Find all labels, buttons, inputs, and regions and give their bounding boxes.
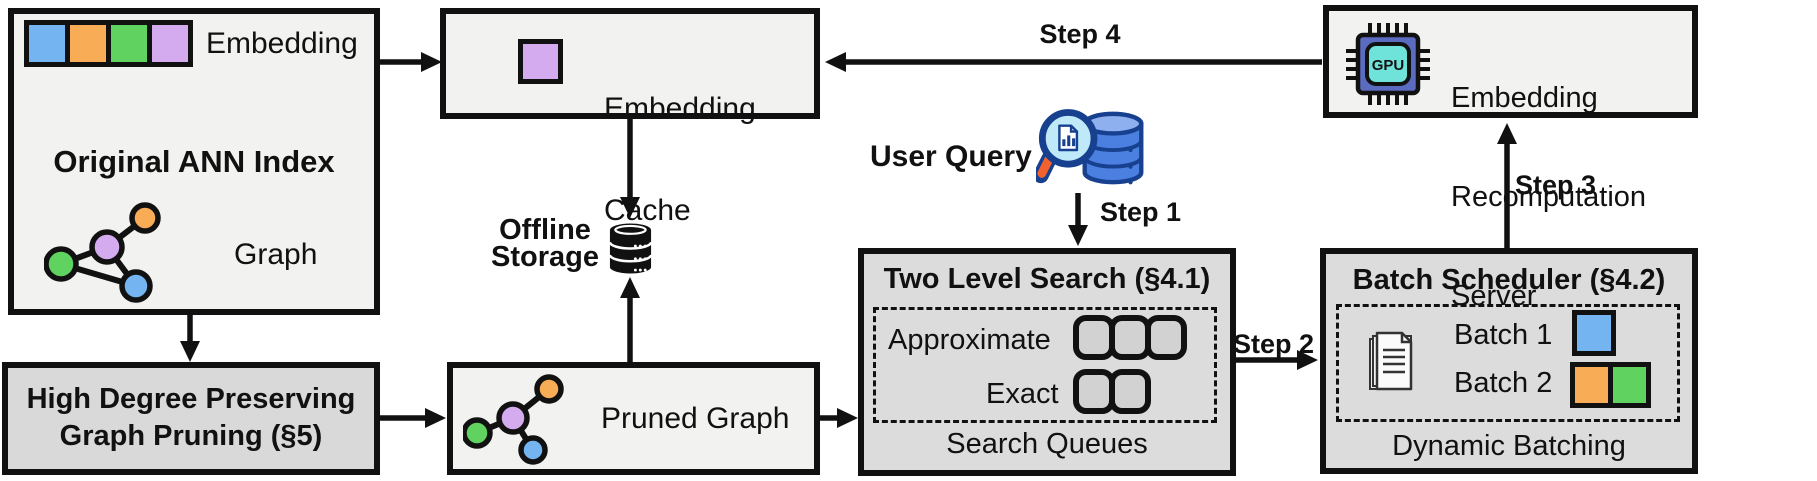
documents-icon (1369, 331, 1413, 391)
embedding-cell-blue (29, 25, 65, 62)
graph-label: Graph (234, 238, 318, 271)
graph-pruning-title-line2: Graph Pruning (§5) (59, 420, 323, 452)
batch-scheduler-title: Batch Scheduler (§4.2) (1352, 264, 1666, 296)
arrow-step1-query-to-search (1068, 193, 1088, 246)
ann-index-title: Original ANN Index (53, 144, 335, 179)
two-level-search-title: Two Level Search (§4.1) (883, 263, 1211, 295)
exact-label: Exact (986, 378, 1059, 410)
queue-slot (1109, 369, 1151, 414)
step3-label: Step 3 (1515, 170, 1597, 200)
pruned-graph-label: Pruned Graph (601, 402, 790, 435)
pruned-graph-box: Pruned Graph (447, 362, 820, 475)
embedding-vector-icon (24, 20, 193, 67)
embedding-label: Embedding (206, 27, 358, 60)
user-query-label: User Query (870, 140, 1032, 173)
approximate-label: Approximate (888, 324, 1051, 356)
graph-icon (44, 202, 161, 303)
batch1-square-blue (1572, 310, 1616, 356)
graph-pruning-title-line1: High Degree Preserving (26, 383, 356, 415)
recomputation-server-box: GPU Embedding Recomputation Server (1323, 5, 1698, 312)
batch2-square-orange (1570, 362, 1613, 408)
recomputation-server-title: Embedding Recomputation Server (1451, 16, 1646, 379)
queue-slot (1073, 315, 1115, 360)
dynamic-batching-panel: Batch 1 Batch 2 (1336, 304, 1680, 422)
two-level-search-box: Two Level Search (§4.1) Approximate Exac… (858, 248, 1236, 476)
graph-pruning-title: High Degree Preserving Graph Pruning (§5… (8, 381, 374, 455)
arrow-pruned-graph-to-search (820, 408, 858, 428)
search-queues-caption: Search Queues (946, 428, 1148, 460)
gpu-chip-icon: GPU (1346, 23, 1430, 105)
approximate-queue-row (1073, 315, 1187, 360)
embedding-cell-green (111, 25, 147, 62)
arrow-ann-to-cache (380, 52, 442, 72)
arrow-pruning-to-pruned-graph (380, 408, 446, 428)
arrow-step4-server-to-cache (825, 52, 1322, 72)
recomputation-server-title-line2: Recomputation (1451, 181, 1647, 213)
query-magnifier-database-icon (1036, 109, 1144, 185)
database-icon (608, 223, 653, 274)
queue-slot (1145, 315, 1187, 360)
original-ann-index-box: Embedding Original ANN Index Graph (8, 8, 380, 315)
step1-label: Step 1 (1100, 197, 1182, 227)
recomputation-server-title-line1: Embedding (1451, 82, 1598, 114)
dynamic-batching-caption: Dynamic Batching (1392, 430, 1626, 462)
embedding-cell-purple (152, 25, 188, 62)
recomputation-server-title-line3: Server (1451, 280, 1537, 312)
embedding-cell-orange (70, 25, 106, 62)
offline-storage-label-line2: Storage (491, 241, 599, 273)
graph-pruning-box: High Degree Preserving Graph Pruning (§5… (2, 362, 380, 475)
batch2-squares (1570, 362, 1651, 408)
batch2-square-green (1608, 362, 1651, 408)
offline-storage-label: Offline Storage (480, 214, 610, 273)
embedding-cache-title-line1: Embedding (604, 92, 756, 125)
batch1-label: Batch 1 (1454, 319, 1553, 351)
exact-queue-row (1073, 369, 1151, 414)
step2-label: Step 2 (1233, 329, 1315, 359)
search-queues-panel: Approximate Exact (873, 307, 1217, 423)
embedding-cache-title: Embedding Cache (604, 24, 756, 296)
embedding-cache-title-line2: Cache (604, 194, 691, 227)
embedding-cache-box: Embedding Cache (440, 8, 820, 227)
offline-storage-label-line1: Offline (499, 214, 591, 246)
pruned-graph-icon (463, 374, 564, 465)
batch2-label: Batch 2 (1454, 367, 1553, 399)
step4-label: Step 4 (1039, 19, 1121, 49)
gpu-chip-label: GPU (1372, 57, 1405, 74)
arrow-ann-to-pruning (180, 315, 200, 362)
batch-scheduler-box: Batch Scheduler (§4.2) Batch 1 Batch 2 (1320, 248, 1698, 474)
cached-embedding-square (518, 39, 563, 84)
